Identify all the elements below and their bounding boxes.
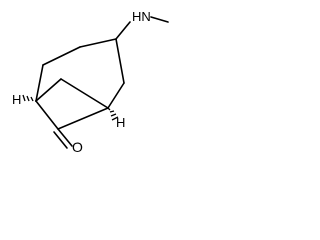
bond-c3-c4 bbox=[79, 38, 117, 48]
bond-c4-c5 bbox=[115, 38, 125, 84]
molecule-drawing: HN O H H bbox=[12, 9, 169, 155]
bond-c7-c2 bbox=[35, 64, 44, 102]
atom-label-h-left: H bbox=[12, 92, 21, 107]
bond-carbonyl-a bbox=[57, 128, 73, 147]
atom-label-oxygen: O bbox=[72, 139, 83, 155]
bond-c5-c6 bbox=[107, 82, 125, 109]
stereo-hash-left bbox=[22, 94, 37, 102]
bond-bridge-right bbox=[60, 78, 109, 109]
bond-bridge-left bbox=[35, 78, 62, 102]
atom-label-h-right: H bbox=[116, 115, 125, 130]
bond-c4-n bbox=[115, 21, 131, 40]
bond-c1-c6 bbox=[57, 107, 109, 130]
atom-label-nh: HN bbox=[132, 9, 151, 24]
stereo-hash-right bbox=[107, 107, 119, 121]
bond-c7-c1 bbox=[35, 100, 59, 130]
structure-canvas: HN O H H bbox=[0, 0, 170, 155]
bond-c2-c3 bbox=[42, 46, 81, 66]
bond-n-methyl bbox=[150, 16, 169, 23]
bond-carbonyl-b bbox=[53, 131, 68, 149]
